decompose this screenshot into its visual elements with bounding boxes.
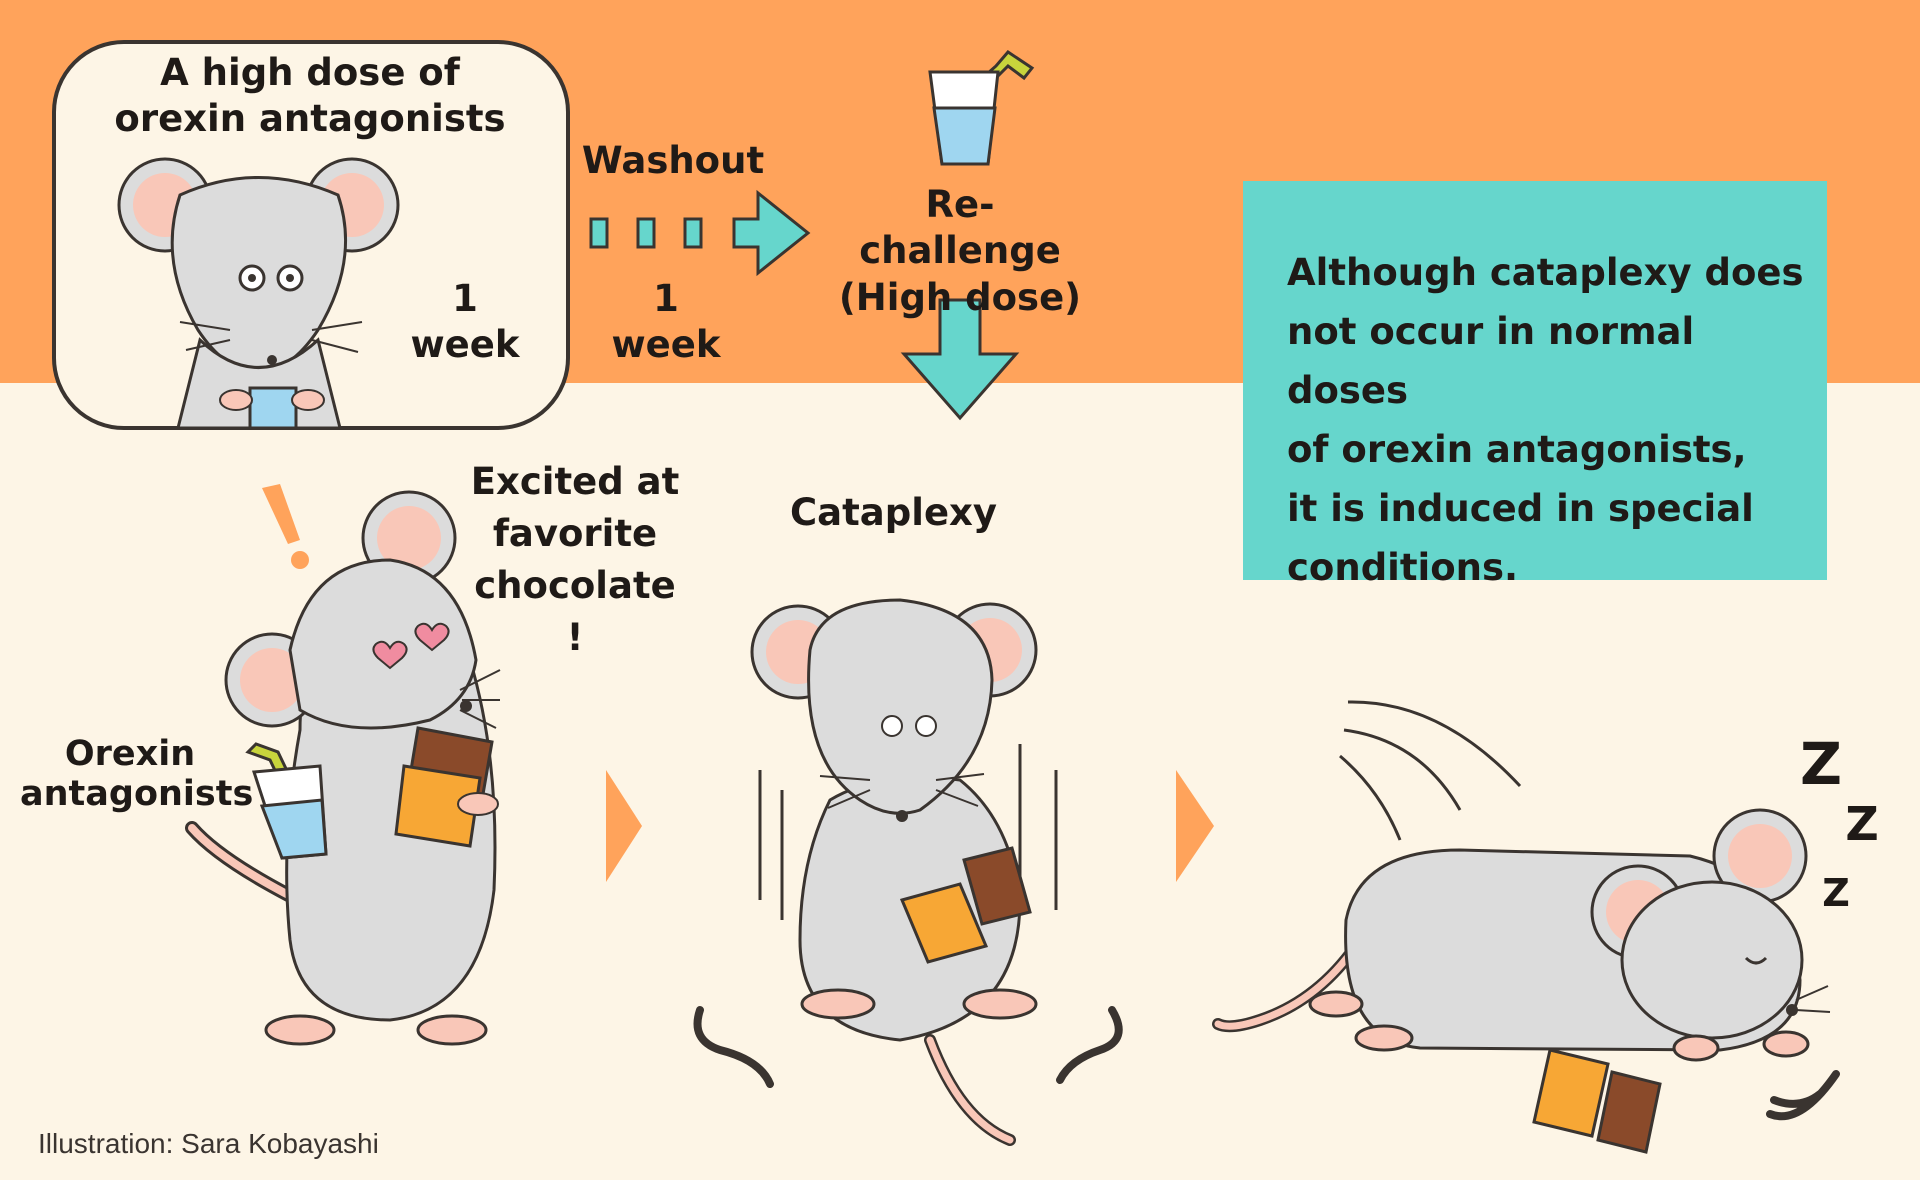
motion-lines [1766, 1070, 1840, 1121]
mouse-drinking-icon [117, 157, 400, 430]
washout-arrow [589, 189, 811, 277]
drink-label: Orexin antagonists [20, 734, 254, 814]
rechallenge-label: Re-challenge (High dose) [838, 183, 1082, 319]
panel-duration: 1 week [410, 277, 520, 367]
cataplexy-mouse-icon [693, 598, 1123, 1146]
cataplexy-label: Cataplexy [790, 491, 998, 534]
excited-caption: Excited at favorite chocolate ! [470, 460, 680, 659]
washout-duration: 1 week [611, 277, 721, 367]
sleep-z-large: Z [1799, 730, 1843, 798]
motion-lines [1339, 700, 1522, 841]
sleeping-mouse-icon [1212, 808, 1831, 1062]
info-box: Although cataplexy does not occur in nor… [1243, 181, 1827, 589]
chocolate-bar-icon [1532, 1048, 1662, 1154]
info-text: Although cataplexy does not occur in nor… [1287, 251, 1804, 589]
next-arrow-2 [1176, 770, 1214, 882]
down-arrow [900, 298, 1020, 421]
excited-mouse-icon [185, 490, 501, 1046]
exclamation-icon [262, 484, 309, 569]
sleep-z-small: Z [1822, 871, 1850, 915]
next-arrow-1 [606, 770, 642, 882]
glass-with-straw-icon [245, 742, 328, 860]
panel-title: A high dose of orexin antagonists [114, 51, 506, 141]
sleep-z-medium: Z [1845, 797, 1879, 851]
glass-with-straw-icon [928, 50, 1035, 166]
illustration-credit: Illustration: Sara Kobayashi [38, 1128, 379, 1159]
chocolate-bar-icon [394, 726, 499, 848]
washout-label: Washout [581, 139, 765, 182]
chocolate-bar-icon [899, 846, 1032, 964]
